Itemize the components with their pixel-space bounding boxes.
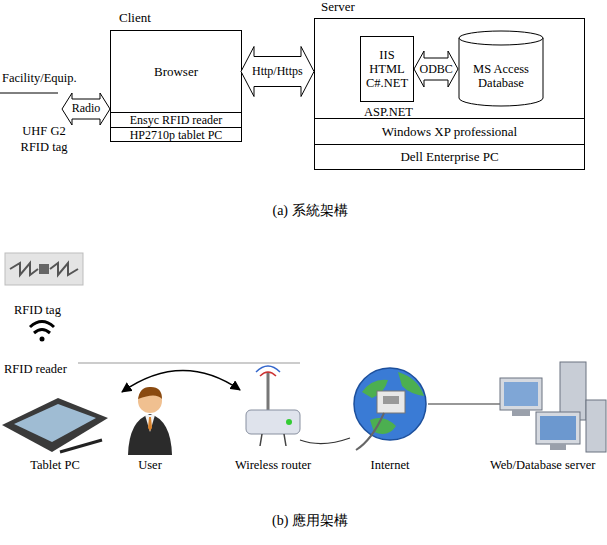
radio-arrow: [62, 93, 110, 125]
link-arrow: [122, 370, 240, 392]
tag-antenna: [10, 263, 78, 275]
divider-line: [78, 363, 300, 364]
network-wire: [428, 403, 500, 404]
router-antenna: [267, 372, 270, 412]
tag-label: RFID tag: [14, 303, 61, 318]
monitor-screen: [540, 416, 576, 440]
edge-label: Http/Https: [252, 64, 303, 79]
caption: (a) 系統架構: [190, 203, 430, 218]
block-arrow: [241, 47, 314, 97]
server-box: ServerIIS HTML C#.NETASP.NETMS Access Da…: [314, 18, 585, 170]
wifi-dot: [40, 337, 45, 342]
reader-label: RFID reader: [4, 362, 67, 377]
box-heading: ASP.NET: [364, 105, 413, 119]
tablet-body: [2, 398, 108, 452]
network-label: Internet: [350, 458, 430, 473]
router-led: [286, 419, 292, 425]
box-text: Windows XP professional: [382, 125, 517, 139]
cylinder-body: [459, 38, 543, 106]
plug-cable: [356, 413, 384, 450]
stylus: [60, 440, 102, 452]
monitor-screen: [504, 382, 538, 406]
tag-label: UHF G2 RFID tag: [16, 123, 72, 155]
link-label: Radio: [62, 101, 110, 116]
monitor-stand: [512, 410, 530, 416]
box-text: Browser: [154, 65, 198, 79]
tag-chip: [39, 264, 49, 274]
facility-line: [0, 93, 58, 94]
box-heading: Server: [321, 0, 355, 14]
web-server-box: IIS HTML C#.NETASP.NET: [360, 36, 414, 102]
server-tower: [560, 362, 586, 420]
server-monitor: [536, 412, 580, 444]
box-text: HP2710p tablet PC: [130, 128, 223, 142]
wifi-arc: [34, 330, 50, 334]
router-signal: [260, 372, 276, 376]
globe-land: [362, 372, 424, 434]
reader-row: Ensyc RFID reader: [111, 112, 241, 127]
box-text: MS Access Database: [458, 62, 544, 90]
tablet-row: HP2710p tablet PC: [111, 127, 241, 141]
user-shirt: [145, 415, 155, 432]
cylinder-top: [459, 31, 543, 45]
network-wire: [300, 438, 350, 444]
box-text: Ensyc RFID reader: [130, 113, 223, 127]
network-plug: [377, 391, 405, 413]
user-hair: [138, 387, 162, 399]
router-cable: [260, 434, 286, 446]
wifi-arc: [30, 322, 54, 328]
globe: [354, 368, 426, 440]
router-body: [246, 410, 300, 434]
plug-socket: [383, 396, 399, 404]
monitor-stand: [550, 444, 566, 450]
server-monitor: [500, 378, 542, 410]
os-row: Windows XP professional: [315, 118, 584, 144]
hardware-row: Dell Enterprise PC: [315, 144, 584, 169]
box-text: IIS HTML C#.NET: [366, 48, 408, 90]
device-label: Tablet PC: [15, 458, 95, 473]
box-text: Dell Enterprise PC: [400, 150, 498, 164]
edge-label: ODBC: [420, 62, 453, 77]
client-box: ClientBrowserEnsyc RFID readerHP2710p ta…: [110, 30, 242, 142]
rfid-tag-image: [5, 253, 83, 285]
router-label: Wireless router: [218, 458, 328, 473]
user-body: [128, 414, 172, 455]
server-tower: [586, 400, 606, 452]
server-label: Web/Database server: [490, 458, 596, 473]
user-tie: [148, 417, 152, 431]
database-cylinder: MS Access Database: [458, 30, 544, 107]
browser-box: Browser: [111, 31, 241, 112]
caption: (b) 應用架構: [190, 513, 430, 528]
box-heading: Client: [119, 11, 151, 25]
block-arrow: [414, 51, 458, 87]
user-label: User: [125, 458, 175, 473]
router-signal: [256, 366, 280, 372]
device-label: Facility/Equip.: [2, 71, 77, 86]
tablet-screen: [14, 404, 96, 442]
